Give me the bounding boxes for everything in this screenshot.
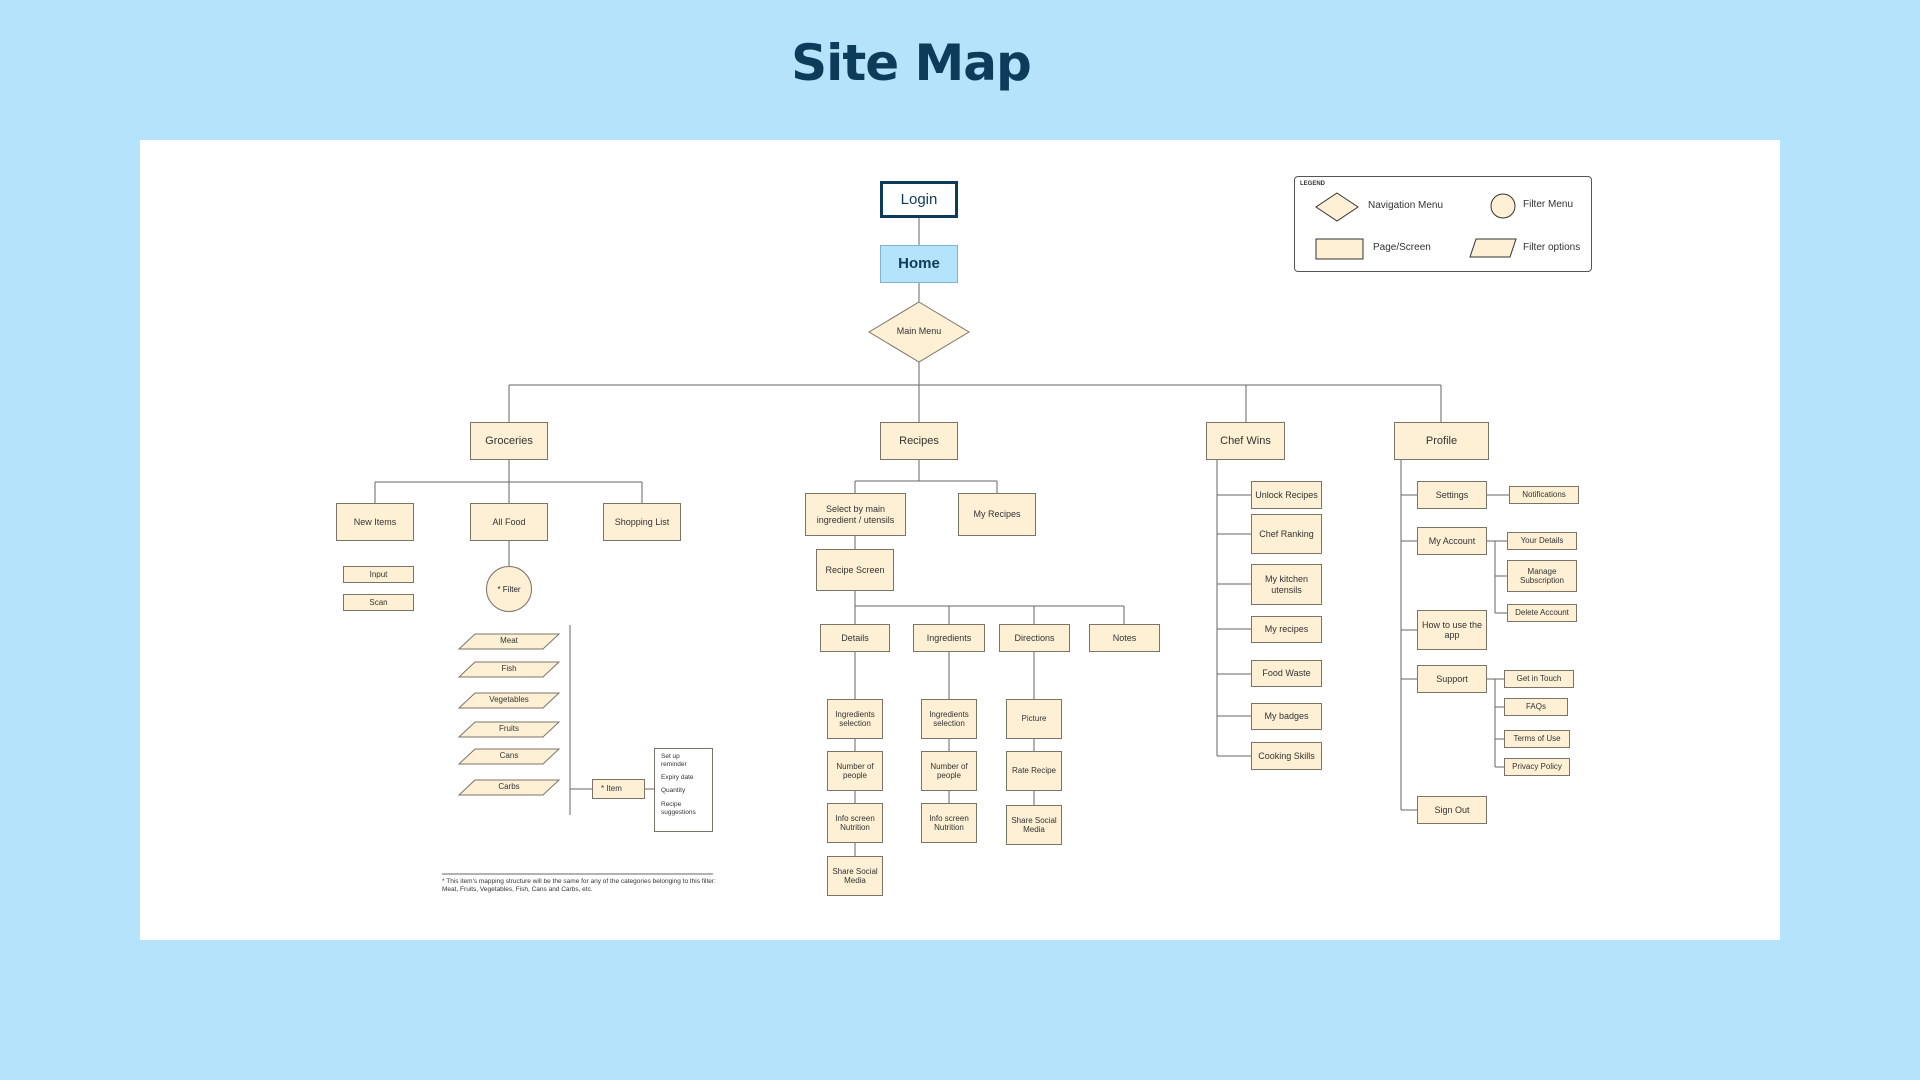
profile-node: Profile [1394, 422, 1489, 460]
main-menu-label: Main Menu [896, 326, 942, 336]
details-child-node: Share Social Media [827, 856, 883, 896]
legend-rect-icon [1315, 238, 1364, 260]
manage-subscription-node: Manage Subscription [1507, 560, 1577, 592]
settings-node: Settings [1417, 481, 1487, 509]
how-to-use-node: How to use the app [1417, 610, 1487, 650]
get-in-touch-node: Get in Touch [1504, 670, 1574, 688]
input-node: Input [343, 566, 414, 583]
legend-parallelogram-icon [1469, 238, 1517, 258]
legend-shapes [1315, 192, 1517, 260]
home-node: Home [880, 245, 958, 283]
filter-option-meat: Meat [500, 636, 518, 645]
item-note: Quantity [661, 787, 686, 795]
legend-filter-options: Filter options [1523, 242, 1581, 253]
chef-wins-item: My recipes [1251, 616, 1322, 643]
recipes-node: Recipes [880, 422, 958, 460]
details-child-node: Ingredients selection [827, 699, 883, 739]
item-node: * Item [592, 779, 645, 799]
notifications-node: Notifications [1509, 486, 1579, 504]
details-child-node: Number of people [827, 751, 883, 791]
ingredients-node: Ingredients [913, 624, 985, 652]
legend: LEGEND Navigation Menu Filter Menu Page/… [1294, 176, 1592, 272]
ingredients-child-node: Info screen Nutrition [921, 803, 977, 843]
support-node: Support [1417, 665, 1487, 693]
groceries-node: Groceries [470, 422, 548, 460]
chef-wins-item: Unlock Recipes [1251, 481, 1322, 509]
details-node: Details [820, 624, 890, 652]
legend-title: LEGEND [1300, 181, 1326, 187]
my-recipes-node: My Recipes [958, 493, 1036, 536]
faqs-node: FAQs [1504, 698, 1568, 716]
details-child-node: Info screen Nutrition [827, 803, 883, 843]
recipe-screen-node: Recipe Screen [816, 549, 894, 591]
scan-node: Scan [343, 594, 414, 611]
filter-option-fruits: Fruits [499, 724, 519, 733]
legend-navigation-menu: Navigation Menu [1368, 200, 1444, 211]
directions-child-node: Picture [1006, 699, 1062, 739]
item-note: Expiry date [661, 774, 694, 782]
delete-account-node: Delete Account [1507, 604, 1577, 622]
sign-out-node: Sign Out [1417, 796, 1487, 824]
legend-circle-icon [1490, 193, 1516, 219]
directions-child-node: Share Social Media [1006, 805, 1062, 845]
chef-wins-item: Food Waste [1251, 660, 1322, 687]
chef-wins-item: My badges [1251, 703, 1322, 730]
page-title: Site Map [791, 34, 1032, 92]
login-node: Login [880, 181, 958, 218]
item-note: Recipe suggestions [661, 800, 696, 816]
privacy-policy-node: Privacy Policy [1504, 758, 1570, 776]
filter-option-fish: Fish [501, 664, 517, 673]
legend-filter-menu: Filter Menu [1523, 199, 1574, 210]
select-by-ingredient-node: Select by main ingredient / utensils [805, 493, 906, 536]
ingredients-child-node: Number of people [921, 751, 977, 791]
chef-wins-item: Chef Ranking [1251, 514, 1322, 554]
directions-node: Directions [999, 624, 1070, 652]
item-notes: Set up reminder Expiry date Quantity Rec… [654, 748, 713, 832]
all-food-node: All Food [470, 503, 548, 541]
terms-of-use-node: Terms of Use [1504, 730, 1570, 748]
shopping-list-node: Shopping List [603, 503, 681, 541]
filter-option-carbs: Carbs [498, 782, 520, 791]
filter-menu-node: * Filter [486, 566, 532, 612]
chef-wins-item: My kitchen utensils [1251, 564, 1322, 605]
footnote: * This item's mapping structure will be … [442, 878, 716, 894]
filter-option-vegetables: Vegetables [489, 695, 529, 704]
legend-page-screen: Page/Screen [1373, 242, 1431, 253]
your-details-node: Your Details [1507, 532, 1577, 550]
notes-node: Notes [1089, 624, 1160, 652]
chef-wins-node: Chef Wins [1206, 422, 1285, 460]
diagram-canvas: LEGEND Navigation Menu Filter Menu Page/… [140, 140, 1780, 940]
ingredients-child-node: Ingredients selection [921, 699, 977, 739]
new-items-node: New Items [336, 503, 414, 541]
legend-diamond-icon [1315, 192, 1359, 222]
item-note: Set up reminder [661, 753, 687, 769]
my-account-node: My Account [1417, 527, 1487, 555]
filter-option-cans: Cans [499, 751, 519, 760]
chef-wins-item: Cooking Skills [1251, 742, 1322, 770]
connector-lines [374, 218, 1509, 875]
directions-child-node: Rate Recipe [1006, 751, 1062, 791]
